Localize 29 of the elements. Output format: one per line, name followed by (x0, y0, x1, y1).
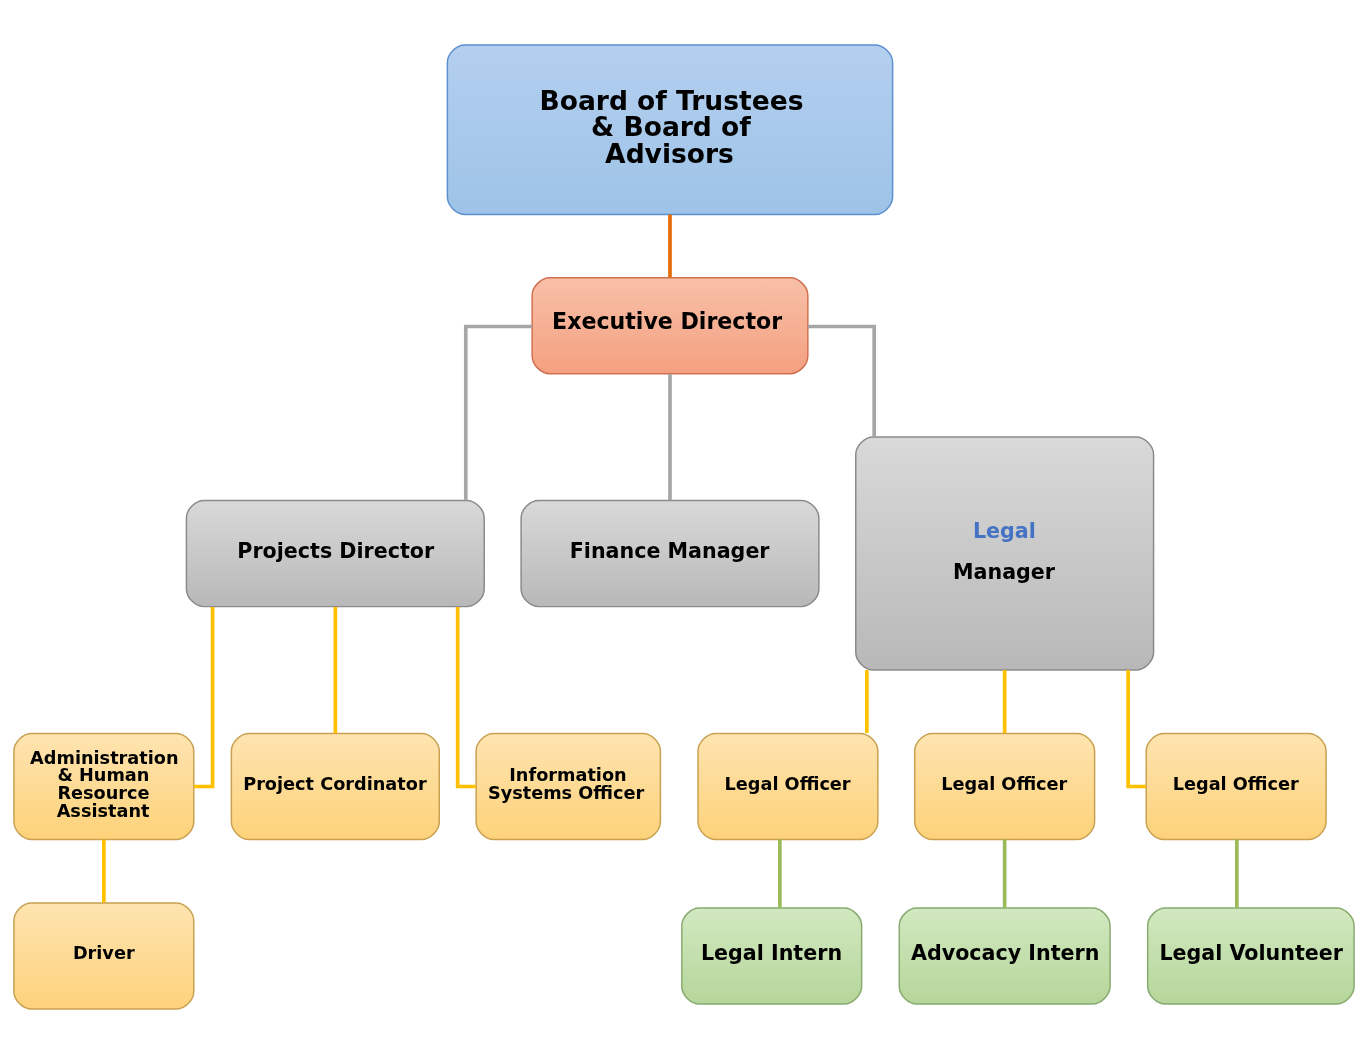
connector (778, 839, 782, 908)
node-box: Legal Officer (697, 732, 879, 841)
node-box: Legal Intern (681, 907, 863, 1005)
node-box: Advocacy Intern (898, 907, 1111, 1005)
node-box: Legal Manager (855, 436, 1155, 671)
connector (194, 607, 215, 789)
connector (463, 324, 533, 501)
connector (864, 670, 869, 734)
node-box: Legal Officer (914, 732, 1096, 841)
node-box: Project Cordinator (230, 732, 440, 841)
node-box: Administration & Human Resource Assistant (13, 732, 195, 841)
connector (102, 839, 106, 903)
node-box: Driver (13, 902, 195, 1010)
connector (1126, 670, 1146, 789)
connector (668, 374, 672, 501)
connector (668, 214, 672, 278)
node-box: Board of Trustees & Board of Advisors (446, 44, 894, 216)
node-box: Legal Volunteer (1146, 907, 1355, 1005)
node-box: Finance Manager (520, 499, 820, 608)
connector (1235, 839, 1239, 908)
connector (1002, 839, 1007, 908)
node-box: Legal Officer (1145, 732, 1327, 841)
connector (807, 324, 877, 437)
connector (1002, 670, 1007, 734)
connector (455, 607, 476, 789)
node-box: Projects Director (185, 499, 485, 608)
connector (333, 607, 338, 734)
node-box: Information Systems Officer (475, 732, 662, 841)
node-box: Executive Director (531, 277, 809, 375)
